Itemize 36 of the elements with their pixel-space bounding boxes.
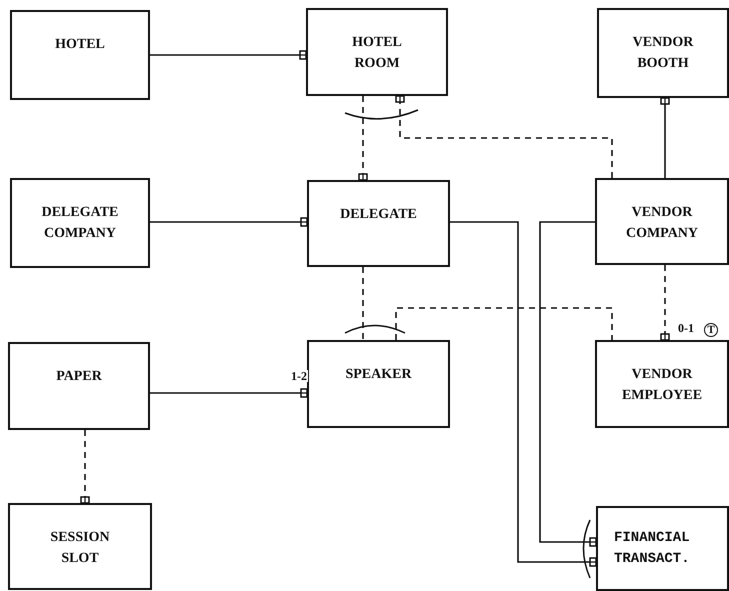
- entity-name: SPEAKER: [345, 366, 412, 384]
- entity-box: [597, 8, 729, 98]
- relationship-line: [362, 267, 364, 340]
- relationship-line: [660, 97, 670, 178]
- entity-name: HOTEL: [55, 36, 105, 54]
- relationship-line: [450, 221, 597, 567]
- entity-box: [8, 342, 150, 430]
- relationship-line: [150, 388, 308, 398]
- entity-name: PAPER: [56, 368, 102, 386]
- entity-name: VENDOR BOOTH: [632, 34, 694, 73]
- relationship-line: [150, 50, 307, 60]
- cardinality-label: 0-1: [677, 322, 695, 334]
- relationship-line: [150, 217, 308, 227]
- relationship-line: [358, 96, 368, 181]
- entity-name: HOTEL ROOM: [351, 34, 403, 73]
- relationship-line: [395, 95, 613, 178]
- cardinality-label: 1-2: [290, 370, 308, 382]
- entity-name: SESSION SLOT: [49, 529, 111, 568]
- relationship-line: [395, 307, 613, 340]
- entity-name: DELEGATE: [340, 206, 417, 224]
- relationship-line: [660, 265, 670, 341]
- entity-box: [306, 8, 448, 96]
- entity-box: [307, 180, 450, 267]
- entity-box: [10, 10, 150, 100]
- entity-name: DELEGATE COMPANY: [40, 204, 120, 243]
- entity-box: [8, 503, 152, 590]
- entity-name: FINANCIAL TRANSACT.: [614, 528, 691, 568]
- entity-box: [596, 506, 729, 591]
- entity-name: VENDOR EMPLOYEE: [620, 366, 704, 405]
- entity-box: [595, 178, 729, 265]
- entity-box: [10, 178, 150, 268]
- circled-note-mark: T: [704, 323, 718, 337]
- entity-name: VENDOR COMPANY: [624, 204, 700, 243]
- relationship-line: [80, 430, 90, 504]
- relationship-line: [539, 221, 597, 547]
- entity-box: [307, 340, 450, 428]
